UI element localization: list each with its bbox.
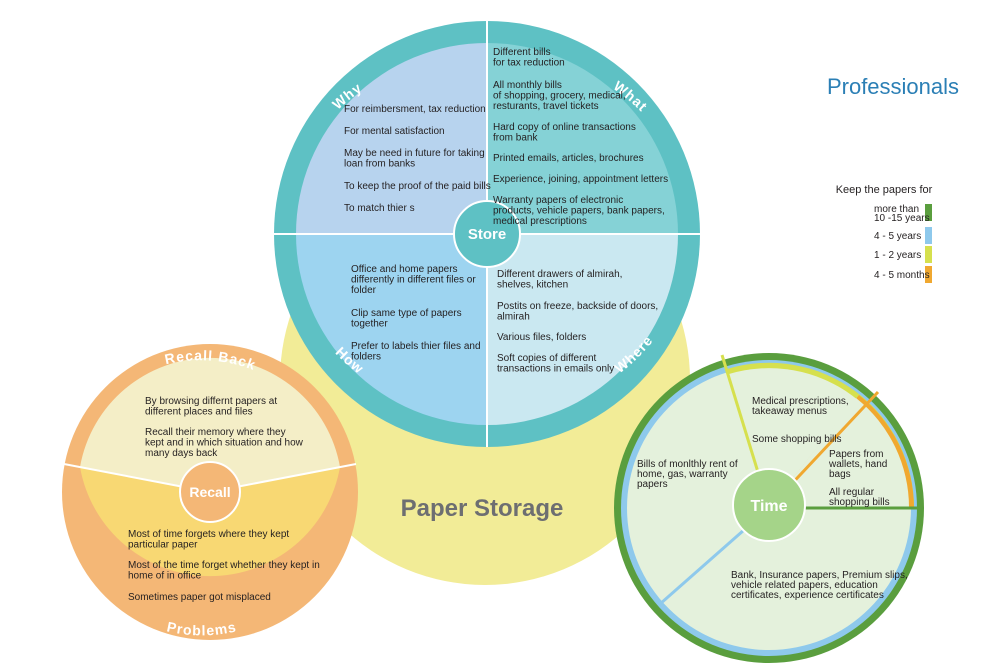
where-quadrant xyxy=(487,234,678,425)
how-quadrant xyxy=(296,234,487,425)
why-item-4: To keep the proof of the paid bills xyxy=(344,181,491,192)
why-quadrant xyxy=(296,43,487,234)
where-item-2: Postits on freeze, backside of doors,alm… xyxy=(497,301,658,323)
what-item-4: Printed emails, articles, brochures xyxy=(493,153,644,164)
time-hub-label: Time xyxy=(750,498,787,515)
store-circle: Store Why What How Where For reimbersmen… xyxy=(274,21,700,447)
recall-circle: Recall Recall Back Problems By browsing … xyxy=(62,344,358,640)
why-item-2: For mental satisfaction xyxy=(344,126,445,137)
recall-back-segment xyxy=(80,357,340,492)
problems-item-2: Most of the time forget whether they kep… xyxy=(128,560,320,582)
what-quadrant xyxy=(487,43,678,234)
legend-swatch-1 xyxy=(925,204,932,221)
time-segment-2: Some shopping bills xyxy=(752,434,842,445)
store-hub-label: Store xyxy=(468,226,506,243)
problems-title: Problems xyxy=(165,618,237,638)
time-circle: Time Medical prescriptions,takeaway menu… xyxy=(614,353,924,663)
legend-label-2: 4 - 5 years xyxy=(874,231,921,242)
legend-swatch-2 xyxy=(925,227,932,244)
audience-heading: Professionals xyxy=(827,74,959,99)
time-segment-1: Medical prescriptions,takeaway menus xyxy=(752,396,849,417)
legend-swatch-3 xyxy=(925,246,932,263)
where-item-3: Various files, folders xyxy=(497,332,586,343)
time-hub xyxy=(732,468,806,542)
time-segment-6: Bank, Insurance papers, Premium slips,ve… xyxy=(731,570,908,601)
problems-item-3: Sometimes paper got misplaced xyxy=(128,592,271,603)
where-item-1: Different drawers of almirah,shelves, ki… xyxy=(497,269,622,291)
store-hub xyxy=(453,200,521,268)
what-item-5: Experience, joining, appointment letters xyxy=(493,174,668,185)
legend-swatch-4 xyxy=(925,266,932,283)
page-title: Paper Storage xyxy=(401,495,564,522)
recall-hub-label: Recall xyxy=(189,484,230,500)
why-item-5: To match thier s xyxy=(344,203,415,214)
legend-label-3: 1 - 2 years xyxy=(874,250,921,261)
time-segment-items: Medical prescriptions,takeaway menusSome… xyxy=(637,396,908,601)
why-item-1: For reimbersment, tax reduction xyxy=(344,104,486,115)
where-items: Different drawers of almirah,shelves, ki… xyxy=(497,269,658,375)
legend-label-4: 4 - 5 months xyxy=(874,270,930,281)
recall-hub xyxy=(179,461,241,523)
legend-title: Keep the papers for xyxy=(836,184,933,196)
